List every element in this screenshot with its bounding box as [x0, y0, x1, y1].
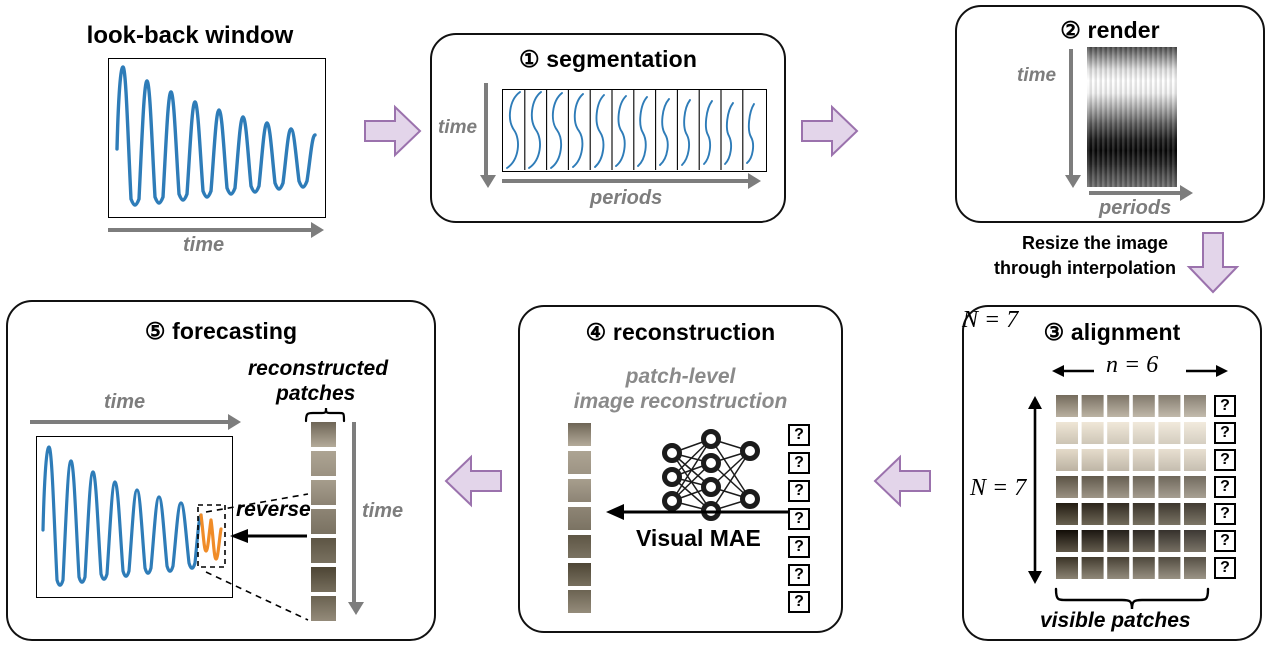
segmentation-title-text: segmentation [546, 46, 697, 72]
reconstruction-subtitle-line1: patch-level [625, 365, 736, 388]
lookback-waveform [115, 65, 317, 207]
segmentation-periods-axis-arrowhead [748, 173, 761, 189]
alignment-patch-grid [1056, 395, 1208, 585]
render-title-text: render [1087, 17, 1160, 43]
render-time-axis-arrowhead [1065, 175, 1081, 188]
segmentation-time-label: time [438, 117, 478, 138]
forecasting-patch-time-axis-line [352, 422, 356, 604]
reconstruction-step-number: ④ [585, 319, 607, 345]
render-title: ② render [957, 17, 1263, 44]
segmentation-strip-frame [502, 89, 767, 172]
forecasting-patch-time-axis-arrowhead [348, 602, 364, 615]
forecasting-zoom-connectors [196, 492, 314, 622]
segmentation-segments [506, 90, 755, 170]
panel-alignment: ③ alignment n = 6 N = 7 N = 7 [962, 305, 1262, 641]
alignment-N-label-text: N = 7 [970, 475, 1027, 501]
forecasting-patches-brace [304, 407, 348, 423]
reconstruction-title: ④ reconstruction [520, 319, 841, 346]
forecasting-reverse-label: reverse [236, 498, 311, 521]
forecasting-step-number: ⑤ [144, 318, 166, 344]
alignment-title: ③ alignment [964, 319, 1260, 346]
segmentation-time-axis-line [484, 83, 488, 177]
segmentation-periods-label: periods [590, 187, 663, 209]
forecasting-time-axis-arrowhead [228, 414, 241, 430]
mask-token: ? [1214, 503, 1236, 525]
resize-note-line1: Resize the image [1022, 233, 1169, 253]
segmentation-periods-axis-line [502, 179, 750, 183]
lookback-time-axis-line [108, 228, 313, 232]
reconstruction-mask-column: ? ? ? ? ? ? ? [788, 424, 814, 614]
alignment-visible-patches-label: visible patches [1040, 609, 1191, 632]
alignment-rows-annotation [1020, 395, 1050, 585]
lookback-chart-frame [108, 58, 326, 218]
arrow-lookback-to-segmentation [363, 103, 423, 159]
mask-token: ? [1214, 530, 1236, 552]
segmentation-step-number: ① [519, 46, 540, 72]
mask-token: ? [788, 480, 810, 502]
forecasting-patch-time-label: time [362, 500, 404, 522]
lookback-time-axis-arrowhead [311, 222, 324, 238]
mask-token: ? [788, 452, 810, 474]
render-time-axis-line [1069, 49, 1073, 177]
forecasting-title: ⑤ forecasting [8, 318, 434, 345]
panel-render: ② render time [955, 5, 1265, 223]
forecasting-title-text: forecasting [172, 318, 298, 344]
arrow-segmentation-to-render [800, 103, 860, 159]
mask-token: ? [788, 508, 810, 530]
reconstruction-output-patches [568, 423, 594, 613]
lookback-title: look-back window [86, 22, 294, 49]
mask-token: ? [788, 564, 810, 586]
render-heatmap [1087, 47, 1177, 187]
lookback-window-group: look-back window time [0, 0, 420, 260]
mask-token: ? [1214, 449, 1236, 471]
forecasting-patches-label-line2: patches [276, 382, 356, 405]
visual-mae-arrow [604, 501, 794, 523]
alignment-visible-brace [1054, 587, 1210, 611]
alignment-mask-column: ? ? ? ? ? ? ? [1214, 395, 1240, 585]
alignment-title-text: alignment [1070, 319, 1181, 345]
arrow-alignment-to-reconstruction [872, 453, 932, 509]
segmentation-title: ① segmentation [432, 46, 784, 73]
visual-mae-label: Visual MAE [636, 525, 761, 551]
mask-token: ? [1214, 422, 1236, 444]
arrow-render-to-alignment [1185, 231, 1241, 295]
resize-note-group: Resize the image through interpolation [930, 231, 1270, 295]
mask-token: ? [788, 424, 810, 446]
neural-network-icon [656, 425, 766, 527]
forecasting-chart-frame [36, 436, 233, 598]
alignment-n-label: n = 6 [1106, 352, 1159, 378]
alignment-grid-rows [1056, 395, 1206, 579]
panel-segmentation: ① segmentation time [430, 33, 786, 223]
render-periods-axis-arrowhead [1180, 185, 1193, 201]
mask-token: ? [788, 536, 810, 558]
render-periods-label: periods [1099, 197, 1172, 219]
mask-token: ? [1214, 395, 1236, 417]
forecasting-patch-strip [311, 422, 339, 622]
render-time-label: time [1017, 65, 1057, 86]
mask-token: ? [1214, 557, 1236, 579]
render-step-number: ② [1060, 17, 1082, 43]
panel-reconstruction: ④ reconstruction patch-level image recon… [518, 305, 843, 633]
reconstruction-title-text: reconstruction [612, 319, 776, 345]
panel-forecasting: ⑤ forecasting reconstructed patches time… [6, 300, 436, 641]
arrow-reconstruction-to-forecasting [443, 453, 503, 509]
lookback-time-label: time [183, 234, 225, 256]
mask-token: ? [1214, 476, 1236, 498]
alignment-step-number: ③ [1043, 319, 1065, 345]
forecasting-time-label: time [104, 391, 146, 413]
forecasting-waveform [41, 445, 226, 587]
resize-note-line2: through interpolation [994, 258, 1176, 278]
reconstruction-subtitle-line2: image reconstruction [573, 390, 788, 413]
alignment-N-label: N = 7 [962, 307, 1019, 333]
render-periods-axis-line [1089, 191, 1182, 195]
forecasting-reverse-arrow [228, 526, 308, 546]
alignment-columns-annotation: n = 6 [1050, 352, 1230, 385]
forecasting-patches-label-line1: reconstructed [248, 357, 389, 380]
mask-token: ? [788, 591, 810, 613]
segmentation-time-axis-arrowhead [480, 175, 496, 188]
forecasting-time-axis-line [30, 420, 230, 424]
